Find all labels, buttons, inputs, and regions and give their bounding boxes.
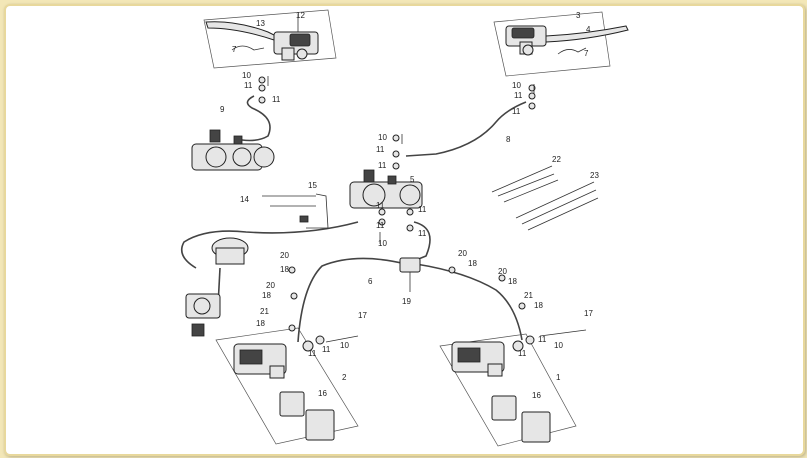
brake-hoses	[180, 95, 527, 343]
label-7: 7	[232, 45, 237, 54]
label-18: 18	[262, 291, 271, 300]
label-11: 11	[538, 335, 547, 344]
label-20: 20	[266, 281, 275, 290]
label-19: 19	[402, 297, 411, 306]
left-brake-lever-assembly	[203, 9, 337, 69]
label-10: 10	[554, 341, 563, 350]
label-3: 3	[576, 11, 581, 20]
label-11: 11	[378, 161, 387, 170]
label-11: 11	[418, 205, 427, 214]
hose-junction-block	[399, 257, 421, 292]
label-10: 10	[242, 71, 251, 80]
label-11: 11	[308, 349, 317, 358]
label-17: 17	[358, 311, 367, 320]
label-13: 13	[256, 19, 265, 28]
callout-labels: 12 13 7 3 4 7 10 11 9 11 10 11 11 8 10 1…	[220, 11, 599, 400]
label-17: 17	[584, 309, 593, 318]
label-16: 16	[318, 389, 327, 398]
label-18: 18	[534, 301, 543, 310]
label-11: 11	[418, 229, 427, 238]
label-1: 1	[556, 373, 561, 382]
label-11: 11	[514, 91, 523, 100]
label-5: 5	[410, 175, 415, 184]
label-2: 2	[342, 373, 347, 382]
label-11: 11	[518, 349, 527, 358]
label-11: 11	[376, 145, 385, 154]
label-7: 7	[584, 49, 589, 58]
label-14: 14	[240, 195, 249, 204]
label-11: 11	[322, 345, 331, 354]
label-11: 11	[244, 81, 253, 90]
label-9: 9	[220, 105, 225, 114]
central-distribution-valve	[349, 169, 423, 209]
label-11: 11	[376, 221, 385, 230]
label-16: 16	[532, 391, 541, 400]
label-23: 23	[590, 171, 599, 180]
left-caliper-assembly	[215, 327, 359, 445]
rear-valve-assembly	[191, 129, 275, 171]
label-18: 18	[280, 265, 289, 274]
label-18: 18	[508, 277, 517, 286]
label-12: 12	[296, 11, 305, 20]
bracket-set-23	[515, 181, 599, 231]
label-22: 22	[552, 155, 561, 164]
label-20: 20	[498, 267, 507, 276]
label-21: 21	[524, 291, 533, 300]
fasteners	[258, 76, 536, 332]
right-brake-lever-assembly	[493, 11, 629, 77]
label-20: 20	[280, 251, 289, 260]
bracket-set-22	[491, 165, 559, 203]
label-10: 10	[378, 239, 387, 248]
label-10: 10	[340, 341, 349, 350]
label-8: 8	[506, 135, 511, 144]
label-21: 21	[260, 307, 269, 316]
label-11: 11	[272, 95, 281, 104]
label-10: 10	[378, 133, 387, 142]
label-18: 18	[468, 259, 477, 268]
label-11: 11	[512, 107, 521, 116]
label-10: 10	[512, 81, 521, 90]
label-11: 11	[376, 201, 385, 210]
mounting-bracket	[262, 193, 329, 229]
right-caliper-assembly	[439, 329, 587, 447]
label-6: 6	[368, 277, 373, 286]
diagram-panel: 12 13 7 3 4 7 10 11 9 11 10 11 11 8 10 1…	[4, 4, 805, 456]
label-15: 15	[308, 181, 317, 190]
label-20: 20	[458, 249, 467, 258]
rear-reservoir-assembly	[185, 237, 249, 337]
brake-system-exploded-diagram: 12 13 7 3 4 7 10 11 9 11 10 11 11 8 10 1…	[180, 9, 629, 447]
label-18: 18	[256, 319, 265, 328]
label-4: 4	[586, 25, 591, 34]
